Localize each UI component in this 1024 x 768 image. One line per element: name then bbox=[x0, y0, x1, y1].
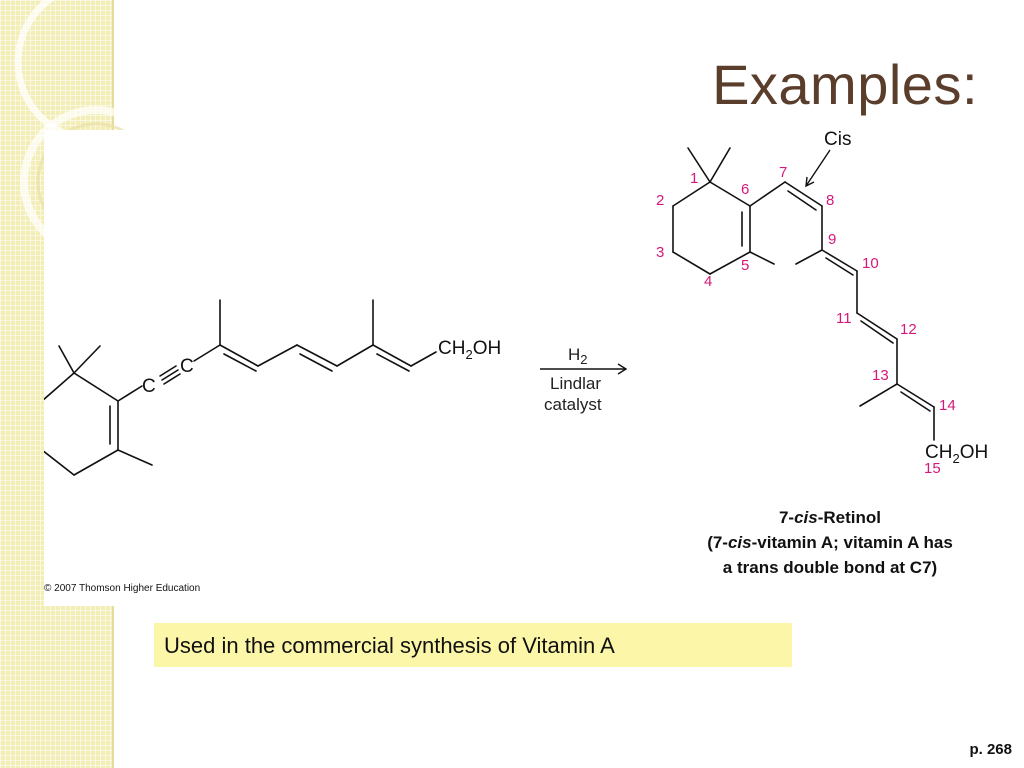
atom-number-5: 5 bbox=[741, 257, 749, 274]
reaction-arrow bbox=[540, 363, 628, 375]
condition-line-2: catalyst bbox=[544, 395, 602, 414]
reactant-structure: C C CH2OH H2 Lindlar catalyst bbox=[44, 299, 628, 476]
cis-label: Cis bbox=[824, 129, 851, 150]
atom-number-2: 2 bbox=[656, 192, 664, 209]
page-reference: p. 268 bbox=[969, 741, 1012, 758]
atom-number-4: 4 bbox=[704, 273, 712, 290]
atom-number-15: 15 bbox=[924, 460, 941, 477]
alkyne-carbon-left: C bbox=[142, 376, 156, 397]
atom-number-8: 8 bbox=[826, 192, 834, 209]
reagent-label: H2 bbox=[568, 345, 588, 367]
product-caption: 7-cis-Retinol (7-cis-vitamin A; vitamin … bbox=[640, 505, 1020, 580]
reactant-end-group: CH2OH bbox=[438, 338, 501, 362]
atom-number-9: 9 bbox=[828, 231, 836, 248]
caption-line-3: a trans double bond at C7) bbox=[722, 558, 938, 577]
atom-number-3: 3 bbox=[656, 244, 664, 261]
product-structure: Cis 1 2 3 4 5 6 7 8 9 10 11 12 13 14 15 … bbox=[656, 129, 988, 477]
atom-number-1: 1 bbox=[690, 170, 698, 187]
cis-pointer-arrow bbox=[805, 149, 831, 188]
reaction-figure: C C CH2OH H2 Lindlar catalyst bbox=[44, 130, 634, 606]
alkyne-carbon-right: C bbox=[180, 356, 194, 377]
atom-number-10: 10 bbox=[862, 255, 879, 272]
atom-number-6: 6 bbox=[741, 181, 749, 198]
caption-line-2: (7-cis-vitamin A; vitamin A has bbox=[707, 533, 953, 552]
atom-number-14: 14 bbox=[939, 397, 956, 414]
product-end-group: CH2OH bbox=[925, 442, 988, 466]
atom-number-13: 13 bbox=[872, 367, 889, 384]
note-highlight-box: Used in the commercial synthesis of Vita… bbox=[154, 623, 792, 667]
condition-line-1: Lindlar bbox=[550, 374, 601, 393]
page-title: Examples: bbox=[712, 53, 978, 116]
product-panel: Cis 1 2 3 4 5 6 7 8 9 10 11 12 13 14 15 … bbox=[634, 118, 1024, 602]
atom-number-7: 7 bbox=[779, 164, 787, 181]
note-text: Used in the commercial synthesis of Vita… bbox=[164, 633, 615, 658]
atom-number-11: 11 bbox=[836, 310, 852, 327]
caption-line-1: 7-cis-Retinol bbox=[778, 508, 882, 527]
atom-number-12: 12 bbox=[900, 321, 917, 338]
copyright-notice: © 2007 Thomson Higher Education bbox=[44, 583, 201, 594]
